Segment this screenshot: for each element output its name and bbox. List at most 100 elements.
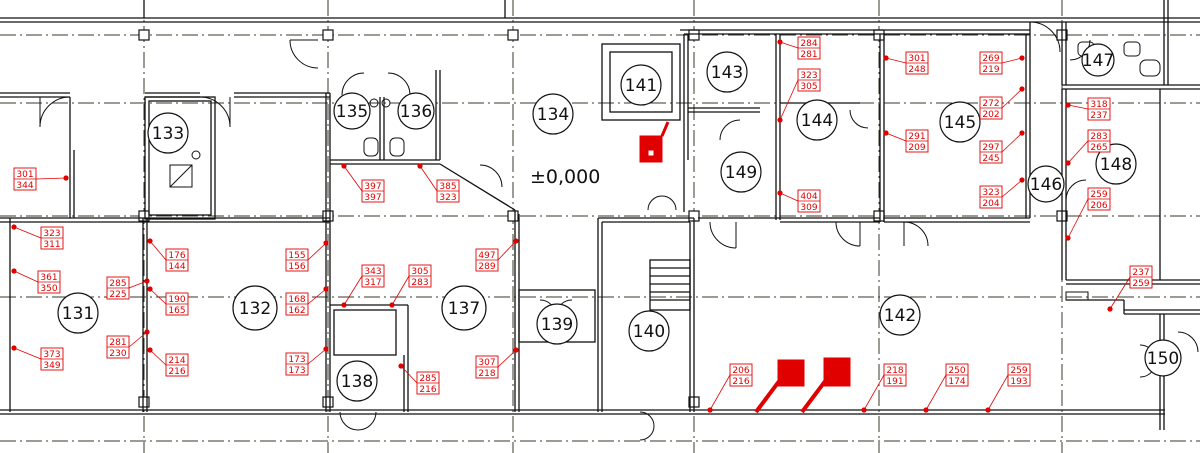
tag-leader <box>779 192 799 202</box>
room-circle <box>706 51 748 93</box>
drain-icon <box>191 150 201 160</box>
tag-point <box>883 130 889 136</box>
tag-top-value: 272 <box>982 99 999 109</box>
tag-leader <box>1001 57 1023 64</box>
room-142: 142 <box>879 294 921 336</box>
tag-top-value: 361 <box>40 273 57 283</box>
tag-leader <box>391 275 410 306</box>
tag-bottom-value: 193 <box>1010 377 1027 387</box>
tag-bottom-value: 165 <box>168 306 185 316</box>
tag-bottom-value: 350 <box>40 284 57 294</box>
room-number: 144 <box>801 111 833 131</box>
room-circle <box>879 294 921 336</box>
tag-top-value: 218 <box>886 366 903 376</box>
tag-bottom-value: 206 <box>1090 201 1107 211</box>
tag-point <box>144 278 150 284</box>
tag-leader <box>13 270 39 283</box>
tag-top-value: 237 <box>1132 268 1149 278</box>
tag-leader <box>149 349 167 366</box>
room-140: 140 <box>628 310 670 352</box>
tag-top-value: 307 <box>478 358 495 368</box>
room-circle <box>628 310 670 352</box>
tag-bottom-value: 173 <box>288 366 305 376</box>
equipment-block <box>777 359 805 387</box>
room-circle <box>532 93 574 135</box>
room-number: 132 <box>239 299 271 319</box>
room-136: 136 <box>397 92 435 130</box>
tag-point <box>1019 177 1025 183</box>
room-135: 135 <box>333 92 371 130</box>
fixtures <box>169 41 1161 301</box>
tag-point <box>777 117 783 123</box>
tag-bottom-value: 202 <box>982 110 999 120</box>
tag-bottom-value: 191 <box>886 377 903 387</box>
tag-leader <box>925 374 947 411</box>
room-144: 144 <box>796 99 838 141</box>
room-146: 146 <box>1027 165 1065 203</box>
drain-icon <box>381 98 391 108</box>
tag-point <box>513 347 519 353</box>
tag-point <box>707 407 713 413</box>
toilet-icon <box>1123 41 1141 57</box>
tag-leader <box>497 240 517 261</box>
tag-leader <box>779 41 799 49</box>
tag-top-value: 397 <box>364 182 381 192</box>
tag-top-value: 305 <box>411 267 428 277</box>
tag-bottom-value: 245 <box>982 154 999 164</box>
tag-leader <box>343 165 363 192</box>
tag-bottom-value: 281 <box>800 50 817 60</box>
toilet-icon <box>363 137 379 157</box>
tag-point <box>1065 235 1071 241</box>
tag-top-value: 291 <box>908 132 925 142</box>
tag-leader <box>863 374 885 411</box>
tag-leader <box>885 132 907 142</box>
tag-bottom-value: 230 <box>109 349 126 359</box>
tag-top-value: 404 <box>800 192 817 202</box>
tag-leader <box>35 177 67 180</box>
tag-bottom-value: 216 <box>732 377 749 387</box>
tag-top-value: 176 <box>168 251 185 261</box>
tag-leader <box>13 226 42 239</box>
tag-bottom-value: 209 <box>908 143 925 153</box>
tag-leader <box>709 374 731 411</box>
tag-point <box>147 238 153 244</box>
room-circle <box>57 292 99 334</box>
tag-leader <box>779 79 799 121</box>
equipment-block <box>639 135 663 163</box>
tag-bottom-value: 174 <box>948 377 965 387</box>
tag-point <box>1019 130 1025 136</box>
room-number: 148 <box>1100 155 1132 175</box>
room-circle <box>796 99 838 141</box>
sink-icon <box>169 164 193 188</box>
tag-bottom-value: 265 <box>1090 143 1107 153</box>
tag-point <box>147 286 153 292</box>
tag-top-value: 285 <box>109 279 126 289</box>
tag-bottom-value: 204 <box>982 199 999 209</box>
room-number: 141 <box>625 76 657 96</box>
tag-top-value: 214 <box>168 356 185 366</box>
tag-top-value: 343 <box>364 267 381 277</box>
tag-point <box>883 55 889 61</box>
tag-point <box>389 302 395 308</box>
tag-point <box>11 268 17 274</box>
tag-point <box>417 163 423 169</box>
toilet-icon <box>389 137 405 157</box>
tag-top-value: 497 <box>478 251 495 261</box>
